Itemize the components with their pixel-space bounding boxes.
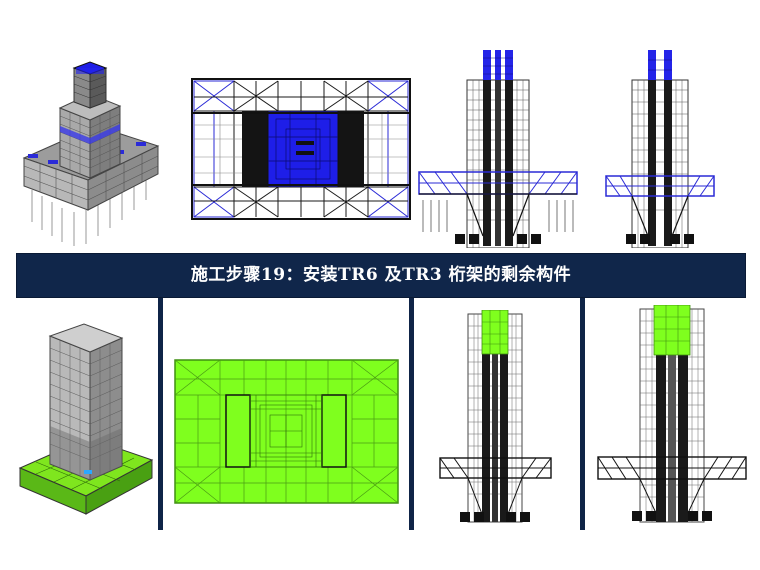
bottom-elevation-drawing-2 (597, 305, 747, 523)
top-3d-model-drawing (22, 61, 160, 246)
panel-divider-2 (409, 298, 414, 530)
step-title-banner: 施工步骤19：安装TR6 及TR3 桁架的剩余构件 (16, 253, 746, 298)
top-elevation-view-1 (417, 50, 579, 248)
panel-divider-1 (158, 298, 163, 530)
bottom-elevation-view-1 (438, 310, 553, 525)
top-floor-plan-drawing (191, 78, 411, 220)
top-elevation-drawing-2 (605, 50, 715, 248)
top-elevation-view-2 (604, 50, 716, 248)
top-3d-model-view (18, 50, 163, 250)
panel-divider-3 (580, 298, 585, 530)
top-elevation-drawing-1 (418, 50, 578, 248)
bottom-3d-model-drawing (18, 323, 154, 515)
bottom-elevation-view-2 (596, 305, 748, 525)
bottom-floor-plan-drawing (174, 359, 399, 504)
bottom-elevation-drawing-1 (439, 310, 552, 523)
bottom-floor-plan-view (174, 359, 399, 504)
top-floor-plan-view (190, 77, 412, 221)
bottom-3d-model-view (16, 300, 156, 525)
step-title: 施工步骤19：安装TR6 及TR3 桁架的剩余构件 (190, 265, 572, 285)
